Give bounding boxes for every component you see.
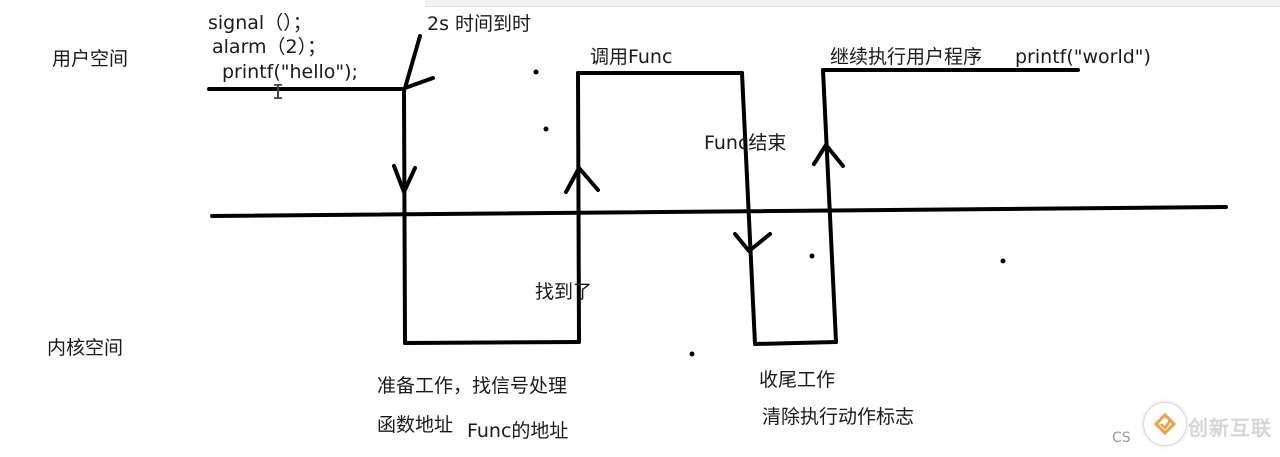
prepare-label-1: 准备工作，找信号处理 — [377, 375, 568, 397]
kernel-space-label: 内核空间 — [47, 337, 124, 359]
user-kernel-boundary-line — [210, 205, 1228, 218]
watermark-logo-icon — [1143, 402, 1187, 446]
text-cursor-icon: I — [272, 80, 285, 104]
kernel-prepare-segment — [403, 340, 581, 345]
arrow-down-func-end — [733, 232, 772, 253]
func-end-line — [740, 71, 757, 346]
call-func-label: 调用Func — [590, 46, 673, 68]
arrow-up-return-user — [564, 166, 600, 194]
code-printf-hello: printf("hello"); — [222, 61, 358, 83]
window-top-edge — [425, 0, 1280, 7]
dot-3 — [809, 253, 815, 259]
user-space-label: 用户空间 — [52, 48, 129, 70]
prepare-label-2: 函数地址 — [377, 414, 454, 436]
found-label: 找到了 — [535, 281, 593, 303]
continue-user-label: 继续执行用户程序 — [830, 46, 983, 68]
dot-4 — [1000, 258, 1006, 264]
dot-1 — [533, 69, 539, 75]
enter-kernel-line — [402, 87, 407, 345]
return-to-user-line — [576, 71, 581, 344]
kernel-cleanup-segment — [753, 340, 838, 346]
watermark-cs-text: CS — [1112, 430, 1131, 446]
code-signal: signal（）； — [208, 12, 312, 34]
cleanup-label: 收尾工作 — [759, 369, 836, 391]
code-alarm: alarm（2）； — [212, 36, 327, 58]
func-address-label: Func的地址 — [467, 420, 569, 442]
arrow-up-resume-user — [812, 143, 845, 168]
dot-5 — [689, 351, 695, 357]
clear-flag-label: 清除执行动作标志 — [762, 406, 915, 428]
dot-2 — [543, 126, 549, 132]
func-end-label: Func结束 — [704, 132, 787, 154]
timer-arrow — [403, 34, 435, 90]
watermark-brand-text: 创新互联 — [1188, 416, 1272, 440]
timer-label: 2s 时间到时 — [427, 13, 532, 35]
resume-user-line — [821, 68, 838, 344]
printf-world-label: printf("world") — [1015, 46, 1151, 68]
arrow-down-enter-kernel — [392, 164, 417, 194]
